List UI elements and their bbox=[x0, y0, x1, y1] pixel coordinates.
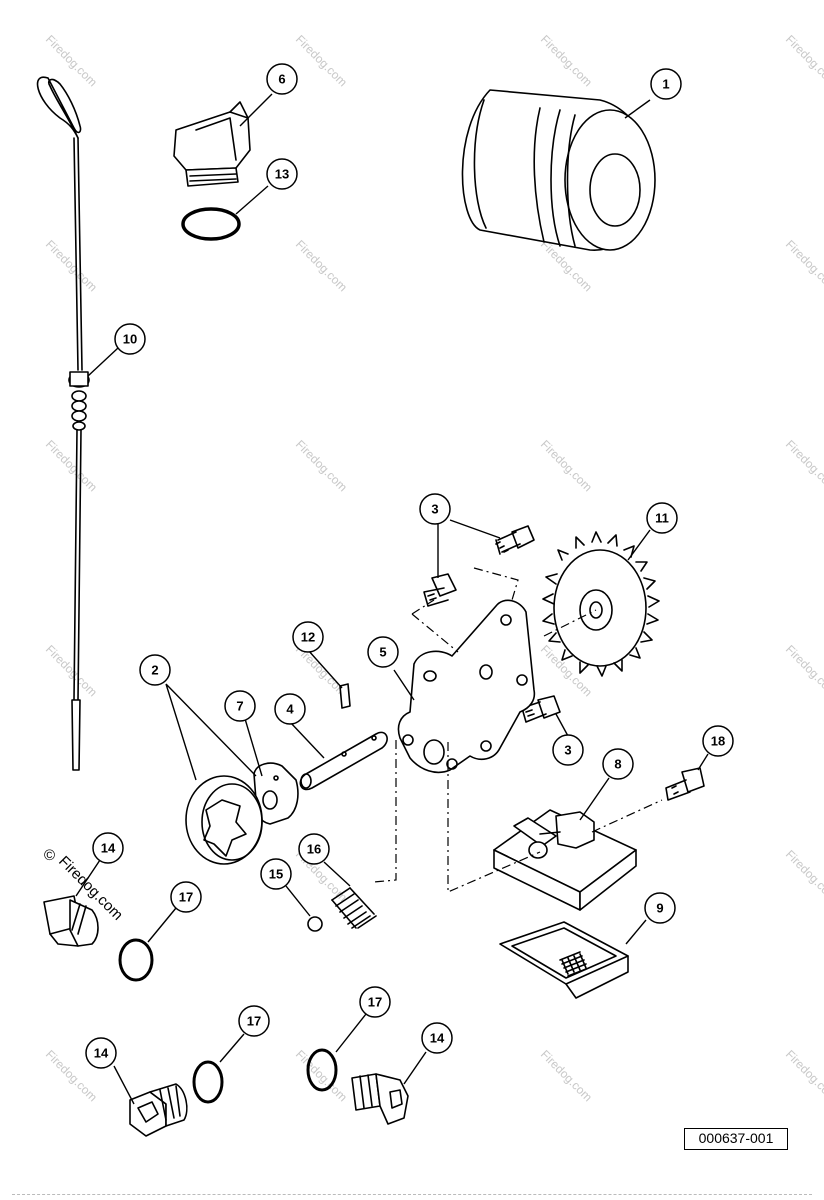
svg-text:10: 10 bbox=[123, 332, 137, 347]
ball-part bbox=[307, 916, 323, 932]
bolt-part-18 bbox=[665, 767, 705, 801]
watermark-text: Firedog.com bbox=[538, 437, 595, 494]
oil-filter-part bbox=[461, 89, 656, 251]
page-bottom-rule bbox=[12, 1194, 812, 1195]
watermark-text: Firedog.com bbox=[783, 437, 824, 494]
svg-text:17: 17 bbox=[247, 1014, 261, 1029]
watermark-text: Firedog.com bbox=[293, 437, 350, 494]
watermark-text: Firedog.com bbox=[43, 642, 100, 699]
callout-4: 4 bbox=[274, 693, 306, 725]
callout-3-top: 3 bbox=[419, 493, 451, 525]
outer-rotor-part bbox=[185, 775, 263, 865]
svg-text:7: 7 bbox=[236, 699, 243, 714]
drain-plug-part-14b bbox=[129, 1083, 188, 1137]
callout-17-lower-left: 17 bbox=[238, 1005, 270, 1037]
svg-text:17: 17 bbox=[368, 995, 382, 1010]
callout-17-upper: 17 bbox=[170, 881, 202, 913]
o-ring-part-17a bbox=[118, 938, 154, 982]
watermark-text: Firedog.com bbox=[783, 642, 824, 699]
callout-13: 13 bbox=[266, 158, 298, 190]
dipstick-part bbox=[36, 76, 90, 771]
callout-10: 10 bbox=[114, 323, 146, 355]
assembly-lines bbox=[373, 567, 663, 893]
drain-plug-part-14a bbox=[43, 895, 99, 947]
watermark-text: Firedog.com bbox=[783, 1047, 824, 1104]
callout-16: 16 bbox=[298, 833, 330, 865]
watermark-large-copyright: © bbox=[44, 847, 55, 864]
svg-text:9: 9 bbox=[656, 901, 663, 916]
callout-15: 15 bbox=[260, 858, 292, 890]
pump-body-plate-part bbox=[397, 599, 536, 774]
callout-9: 9 bbox=[644, 892, 676, 924]
svg-text:18: 18 bbox=[711, 734, 725, 749]
watermark-text: Firedog.com bbox=[293, 32, 350, 89]
callout-14-lower-left: 14 bbox=[85, 1037, 117, 1069]
leader-lines bbox=[75, 93, 709, 1105]
callout-7: 7 bbox=[224, 690, 256, 722]
svg-text:6: 6 bbox=[278, 72, 285, 87]
watermark-text: Firedog.com bbox=[43, 237, 100, 294]
oil-strainer-part bbox=[493, 809, 637, 911]
strainer-screen-part bbox=[499, 921, 629, 999]
callout-6: 6 bbox=[266, 63, 298, 95]
watermark-text: Firedog.com bbox=[538, 1047, 595, 1104]
svg-text:16: 16 bbox=[307, 842, 321, 857]
svg-text:15: 15 bbox=[269, 867, 283, 882]
callout-14-upper-left: 14 bbox=[92, 832, 124, 864]
callout-12: 12 bbox=[292, 621, 324, 653]
callout-8: 8 bbox=[602, 748, 634, 780]
bolt-part-3a bbox=[495, 525, 535, 555]
oil-pump-gear-part bbox=[542, 531, 660, 677]
svg-text:14: 14 bbox=[430, 1031, 445, 1046]
o-ring-part-17b bbox=[192, 1060, 224, 1104]
callout-3-bottom: 3 bbox=[552, 734, 584, 766]
pump-shaft-part bbox=[299, 731, 388, 791]
watermark-text: Firedog.com bbox=[293, 237, 350, 294]
bolt-part-3b bbox=[423, 573, 457, 607]
pin-part bbox=[339, 683, 351, 709]
svg-text:8: 8 bbox=[614, 757, 621, 772]
svg-text:4: 4 bbox=[286, 702, 294, 717]
o-ring-part-13 bbox=[181, 207, 241, 241]
svg-text:1: 1 bbox=[662, 77, 669, 92]
svg-text:14: 14 bbox=[101, 841, 116, 856]
svg-text:17: 17 bbox=[179, 890, 193, 905]
watermark-text: Firedog.com bbox=[783, 237, 824, 294]
svg-text:3: 3 bbox=[564, 743, 571, 758]
svg-text:13: 13 bbox=[275, 167, 289, 182]
callout-2: 2 bbox=[139, 654, 171, 686]
watermark-text: Firedog.com bbox=[43, 32, 100, 89]
svg-text:5: 5 bbox=[379, 645, 386, 660]
watermark-text: Firedog.com bbox=[783, 847, 824, 904]
watermark-grid: Firedog.com Firedog.com Firedog.com Fire… bbox=[43, 32, 824, 1104]
watermark-text: Firedog.com bbox=[293, 1047, 350, 1104]
o-ring-part-17c bbox=[306, 1048, 338, 1092]
watermark-text: Firedog.com bbox=[783, 32, 824, 89]
svg-text:12: 12 bbox=[301, 630, 315, 645]
callout-18: 18 bbox=[702, 725, 734, 757]
callout-17-lower-middle: 17 bbox=[359, 986, 391, 1018]
oil-filler-cap-part bbox=[173, 101, 251, 187]
svg-text:14: 14 bbox=[94, 1046, 109, 1061]
callout-11: 11 bbox=[646, 502, 678, 534]
spring-part bbox=[331, 887, 377, 929]
callout-1: 1 bbox=[650, 68, 682, 100]
svg-text:3: 3 bbox=[431, 502, 438, 517]
drain-plug-part-14c bbox=[351, 1073, 409, 1125]
drawing-number-label: 000637-001 bbox=[684, 1128, 788, 1150]
watermark-text: Firedog.com bbox=[538, 32, 595, 89]
svg-text:2: 2 bbox=[151, 663, 158, 678]
callout-14-lower-middle: 14 bbox=[421, 1022, 453, 1054]
callout-5: 5 bbox=[367, 636, 399, 668]
svg-text:11: 11 bbox=[655, 511, 669, 526]
watermark-text: Firedog.com bbox=[43, 437, 100, 494]
